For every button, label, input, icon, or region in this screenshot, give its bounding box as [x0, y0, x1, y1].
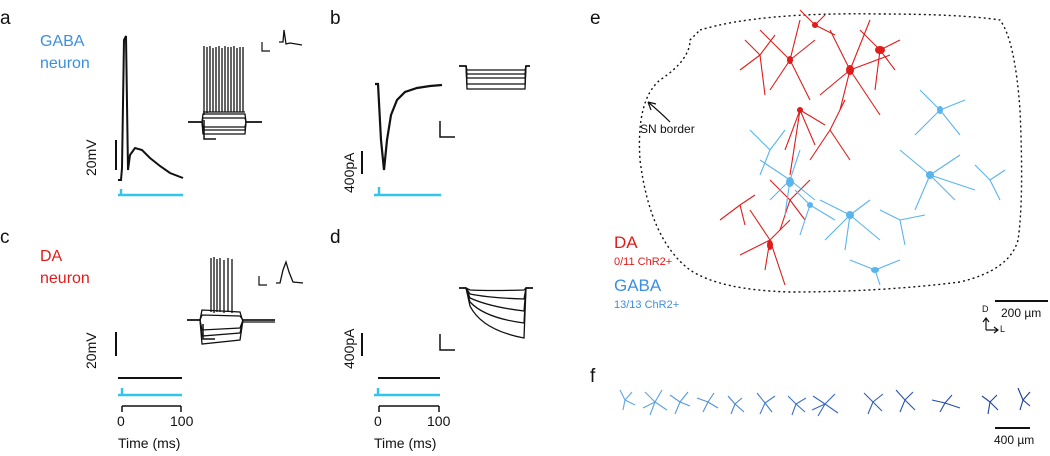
axis-lateral-label: L: [1000, 324, 1006, 334]
panel-a-neuron-type: GABA: [40, 33, 85, 50]
panel-a-graphics: [115, 29, 303, 197]
panel-a-step-responses: [188, 113, 262, 135]
panel-f-letter: f: [590, 366, 596, 387]
orientation-axes: [982, 317, 999, 334]
gaba-cell-gallery: [619, 387, 1031, 417]
panel-a-scale-label: 20mV: [83, 139, 99, 176]
gaba-somata: [786, 106, 943, 273]
panel-c-light-stimulus: [118, 388, 182, 397]
panel-c-neuron-word: neuron: [40, 270, 90, 287]
sn-border-arrow: [647, 101, 671, 123]
panel-a-spike-train: [203, 46, 245, 115]
panel-b-current-trace: [375, 82, 443, 171]
panel-c-step-responses: [187, 309, 275, 345]
panel-b-scale-label: 400pA: [341, 152, 357, 193]
sn-border-label: SN border: [640, 122, 695, 136]
panel-e-scale-label: 200 µm: [1001, 306, 1042, 320]
panel-a-step-scale-bar: [203, 120, 216, 140]
panel-f-scale-label: 400 µm: [994, 433, 1035, 447]
panel-a-spike-trace: [118, 35, 184, 181]
panel-a-inset-scale-bar: [261, 42, 270, 52]
da-neuron-tracings: [719, 9, 901, 286]
gaba-count-label: 13/13 ChR2+: [614, 299, 680, 311]
panel-c-step-scale-bar: [202, 324, 215, 340]
panel-b-step-currents: [459, 65, 530, 90]
panel-d-x-tick-100: 100: [427, 413, 451, 429]
panel-d-x-tick-0: 0: [374, 413, 382, 429]
panel-b-graphics: [361, 65, 530, 197]
sn-border-outline: [638, 13, 1023, 293]
panel-c-spikes: [210, 257, 233, 313]
panel-d-graphics: [361, 287, 533, 412]
panel-b-step-scale-bar: [439, 121, 455, 138]
panel-c-letter: c: [0, 227, 10, 248]
panel-d-letter: d: [330, 227, 341, 248]
panel-b-light-stimulus: [374, 187, 441, 197]
panel-d-scale-label: 400pA: [341, 328, 357, 369]
panel-c-spike-inset: [276, 259, 304, 284]
axis-dorsal-label: D: [982, 304, 989, 314]
panel-a-light-stimulus: [118, 189, 183, 197]
panel-e-letter: e: [590, 8, 601, 29]
panel-c-inset-scale-bar: [258, 276, 267, 286]
panel-c-x-tick-0: 0: [117, 413, 125, 429]
panel-d-step-scale-bar: [439, 334, 455, 351]
panel-a-neuron-word: neuron: [40, 55, 90, 72]
panel-d-light-stimulus: [374, 388, 440, 397]
panel-b-letter: b: [330, 8, 341, 29]
panel-d-step-currents: [459, 287, 533, 339]
panel-c-x-tick-100: 100: [170, 413, 194, 429]
panel-a-spike-inset: [279, 29, 303, 46]
panel-c-time-axis: [121, 405, 182, 412]
panel-f-graphics: [619, 387, 1031, 429]
panel-d-x-label: Time (ms): [374, 435, 437, 451]
panel-c-scale-label: 20mV: [83, 332, 99, 369]
panel-e-graphics: [638, 9, 1048, 334]
gaba-neuron-tracings: [749, 89, 1006, 286]
panel-a-letter: a: [0, 8, 11, 29]
gaba-label: GABA: [614, 276, 662, 295]
panel-c-neuron-type: DA: [40, 248, 63, 265]
panel-c-x-label: Time (ms): [118, 435, 181, 451]
da-count-label: 0/11 ChR2+: [614, 256, 673, 268]
da-somata: [767, 22, 885, 250]
da-label: DA: [614, 233, 638, 252]
panel-d-time-axis: [378, 405, 440, 412]
panel-c-graphics: [115, 257, 304, 412]
